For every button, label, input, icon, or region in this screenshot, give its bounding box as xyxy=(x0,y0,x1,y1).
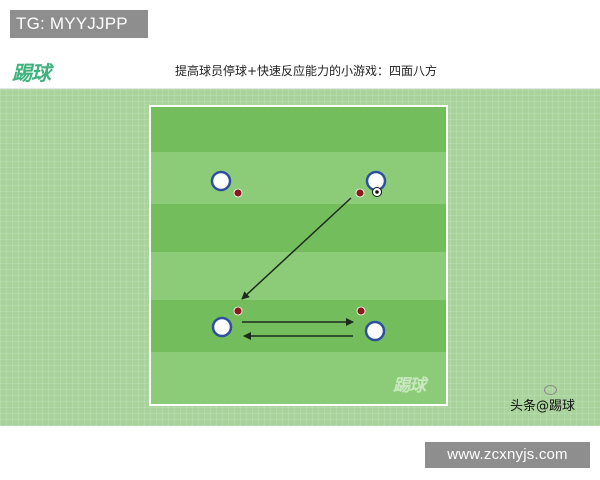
stripe-light-1 xyxy=(150,152,447,204)
top-tag-text: TG: MYYJJPP xyxy=(16,14,128,33)
cone-top-right xyxy=(355,188,365,198)
player-bottom-left xyxy=(211,316,233,338)
stripe-dark-3 xyxy=(150,300,447,352)
bottom-tag: www.zcxnyjs.com xyxy=(425,442,590,468)
bottom-tag-text: www.zcxnyjs.com xyxy=(447,446,568,463)
diagram-title: 提高球员停球+快速反应能力的小游戏：四面八方 xyxy=(175,64,438,78)
source-credit: 头条@踢球 xyxy=(510,399,576,414)
watermark-logo: 踢球 xyxy=(393,376,426,396)
player-bottom-right xyxy=(364,320,386,342)
diagonal-pass-arrow xyxy=(241,197,352,300)
brand-logo: 踢球 xyxy=(12,61,51,85)
cone-bottom-left xyxy=(233,306,243,316)
pitch-diagram xyxy=(149,105,448,406)
figure-header: 踢球 提高球员停球+快速反应能力的小游戏：四面八方 xyxy=(0,52,600,89)
drill-figure: 踢球 提高球员停球+快速反应能力的小游戏：四面八方 xyxy=(0,52,600,426)
top-tag: TG: MYYJJPP xyxy=(10,10,148,38)
soccer-ball-icon xyxy=(372,187,382,197)
player-top-left xyxy=(210,170,232,192)
field-boundary xyxy=(149,105,448,406)
field-stripes xyxy=(150,106,447,405)
stripe-dark-1 xyxy=(150,106,447,152)
stripe-dark-2 xyxy=(150,204,447,252)
pitch-background: 踢球 头条@踢球 xyxy=(0,89,600,426)
cone-bottom-right xyxy=(356,306,366,316)
cone-top-left xyxy=(233,188,243,198)
stripe-light-2 xyxy=(150,252,447,300)
stripe-light-3 xyxy=(150,352,447,405)
wechat-icon xyxy=(544,385,557,395)
